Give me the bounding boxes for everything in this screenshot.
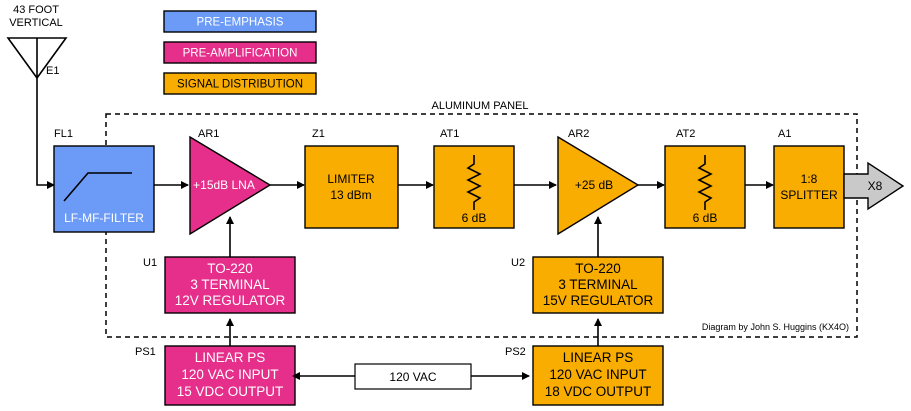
regulator1-ref: U1 <box>143 257 157 269</box>
resistor-icon <box>466 155 482 210</box>
regulator2-line3: 15V REGULATOR <box>543 293 654 308</box>
attenuator2-value: 6 dB <box>693 211 718 225</box>
attenuator1-value: 6 dB <box>462 211 487 225</box>
legend-label-pre-emphasis: PRE-EMPHASIS <box>197 17 284 29</box>
psu2-block <box>532 345 664 406</box>
regulator1-block <box>164 256 296 314</box>
attenuator2-ref: AT2 <box>676 128 695 140</box>
output-label: X8 <box>868 179 883 193</box>
resistor-icon <box>697 155 713 210</box>
regulator2-ref: U2 <box>511 257 525 269</box>
regulator1-line1: TO-220 <box>207 261 253 276</box>
regulator1-line3: 12V REGULATOR <box>175 293 286 308</box>
amp2-ref: AR2 <box>568 128 589 140</box>
psu2-line2: 120 VAC INPUT <box>549 367 646 382</box>
legend-swatch-pre-amplification <box>163 41 317 64</box>
filter-label: LF-MF-FILTER <box>64 211 144 225</box>
lna-label: +15dB LNA <box>193 178 255 192</box>
limiter-line2: 13 dBm <box>330 188 371 202</box>
lna-ref: AR1 <box>198 128 219 140</box>
lna-amplifier-triangle <box>189 135 272 236</box>
legend-swatch-pre-emphasis <box>163 10 317 33</box>
psu1-ref: PS1 <box>135 346 156 358</box>
psu1-line2: 120 VAC INPUT <box>181 367 278 382</box>
antenna-feed-wire <box>36 78 55 189</box>
antenna: 43 FOOT VERTICAL E1 <box>6 4 68 80</box>
mains-label: 120 VAC <box>389 370 436 384</box>
amp2-amplifier-triangle <box>557 135 640 236</box>
regulator2-line1: TO-220 <box>575 261 621 276</box>
filter-ref: FL1 <box>54 128 73 140</box>
antenna-title-line1: 43 FOOT <box>13 4 59 16</box>
psu1-line3: 15 VDC OUTPUT <box>177 384 284 399</box>
regulator2-block <box>532 256 664 314</box>
psu1-line1: LINEAR PS <box>195 350 266 365</box>
legend-label-signal-distribution: SIGNAL DISTRIBUTION <box>177 79 303 91</box>
output-arrow <box>843 161 905 211</box>
filter-block <box>53 145 155 233</box>
psu1-block <box>164 345 296 406</box>
limiter-ref: Z1 <box>312 128 325 140</box>
attenuator1-ref: AT1 <box>440 128 459 140</box>
psu2-ref: PS2 <box>505 346 526 358</box>
antenna-title-line2: VERTICAL <box>9 17 63 29</box>
limiter-line1: LIMITER <box>327 172 375 186</box>
splitter-line1: 1:8 <box>801 172 818 186</box>
regulator1-line2: 3 TERMINAL <box>190 277 270 292</box>
splitter-ref: A1 <box>778 128 791 140</box>
aluminum-panel-label: ALUMINUM PANEL <box>432 100 529 112</box>
psu2-line1: LINEAR PS <box>563 350 634 365</box>
mains-label-box <box>354 363 472 390</box>
lowpass-response-icon <box>63 172 132 202</box>
regulator2-line2: 3 TERMINAL <box>558 277 638 292</box>
splitter-line2: SPLITTER <box>780 188 838 202</box>
legend-swatch-signal-distribution <box>163 72 317 95</box>
legend-label-pre-amplification: PRE-AMPLIFICATION <box>183 48 298 60</box>
psu2-line3: 18 VDC OUTPUT <box>545 384 652 399</box>
splitter-block <box>773 145 845 229</box>
amp2-label: +25 dB <box>575 178 613 192</box>
diagram-credit: Diagram by John S. Huggins (KX4O) <box>702 322 849 332</box>
legend: PRE-EMPHASIS PRE-AMPLIFICATION SIGNAL DI… <box>163 10 317 95</box>
limiter-block <box>304 145 399 229</box>
antenna-ref: E1 <box>46 65 59 77</box>
antenna-icon <box>6 37 68 80</box>
